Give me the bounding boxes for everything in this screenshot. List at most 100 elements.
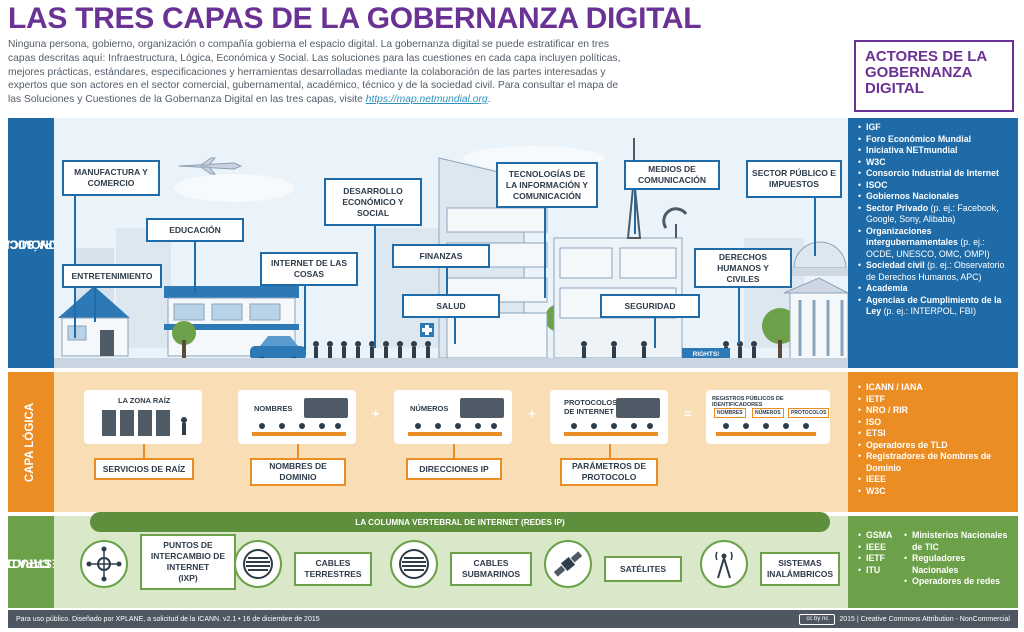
label-cables-submarinos-line-2: SUBMARINOS [461,569,521,579]
card-nombres: NOMBRES [238,390,356,444]
social-actor-item: Sociedad civil (p. ej.: Observatorio de … [858,260,1012,283]
card-registros-title: REGISTROS PÚBLICOS DE IDENTIFICADORES [712,396,784,408]
world-map-icon [304,398,348,418]
logic-actor-item: ETSI [858,428,1012,440]
logic-layer-area: LA ZONA RAÍZ SERVICIOS DE RAÍZ NOMBRES N… [54,372,848,512]
card-protocolos: PROTOCOLOS DE INTERNET [550,390,668,444]
social-actor-item: Gobiernos Nacionales [858,191,1012,203]
label-ixp-line-3: INTERNET [166,562,210,572]
callout-seguridad: SEGURIDAD [600,294,700,318]
card-protocolos-title-line-2: DE INTERNET [564,407,615,416]
infra-actor-item: IETF [858,553,896,565]
footer-credits: Para uso público. Diseñado por XPLANE, a… [16,615,320,623]
netmundial-map-link[interactable]: https://map.netmundial.org [365,94,488,106]
card-zona-raiz-title: LA ZONA RAÍZ [118,396,171,405]
social-actor-item: Sector Privado (p. ej.: Facebook, Google… [858,203,1012,226]
world-map-icon [460,398,504,418]
satellite-icon [544,540,592,588]
capitol-building [783,241,848,360]
infra-actor-item: Operadores de redes [904,576,1012,588]
social-actor-item: Agencias de Cumplimiento de la Ley (p. e… [858,295,1012,318]
label-cables-terrestres-line-2: TERRESTRES [304,569,362,579]
callout-desarrollo-line-1: DESARROLLO [343,185,403,196]
callout-salud-text: SALUD [436,300,466,311]
label-cables-terrestres: CABLES TERRESTRES [294,552,372,586]
callout-desarrollo: DESARROLLO ECONÓMICO Y SOCIAL [324,178,422,226]
layer-label-logic-text: CAPA LÓGICA [24,402,37,482]
callout-medios-line-1: MEDIOS DE [648,164,696,174]
callout-desarrollo-line-2: ECONÓMICO Y [342,196,404,207]
infra-actor-item: IEEE [858,542,896,554]
card-zona-raiz: LA ZONA RAÍZ [84,390,202,444]
label-direcciones-ip: DIRECCIONES IP [406,458,502,480]
label-sistemas-inalambricos: SISTEMAS INALÁMBRICOS [760,552,840,586]
label-sistemas-inalambricos-line-2: INALÁMBRICOS [766,569,834,579]
callout-entretenimiento: ENTRETENIMIENTO [62,264,162,288]
social-actor-item: Consorcio Industrial de Internet [858,168,1012,180]
callout-derechos-line-3: CIVILES [726,273,760,284]
people-at-desks-icon [252,423,346,436]
card-numeros: NÚMEROS [394,390,512,444]
connector-line [297,444,299,458]
label-ixp: PUNTOS DE INTERCAMBIO DE INTERNET (IXP) [140,534,236,590]
label-nombres-dominio: NOMBRES DE DOMINIO [250,458,346,486]
actors-heading-line-1: ACTORES DE LA [865,48,988,65]
callout-derechos-line-2: HUMANOS Y [717,262,769,273]
card-protocolos-title: PROTOCOLOS DE INTERNET [564,398,617,416]
connector-line [446,260,448,310]
label-servicios-raiz-text: SERVICIOS DE RAÍZ [102,463,186,474]
plus-operator: + [372,406,380,421]
infra-layer-area: PUNTOS DE INTERCAMBIO DE INTERNET (IXP) … [54,516,848,608]
actors-heading-line-2: GOBERNANZA [865,64,973,81]
label-ixp-line-4: (IXP) [178,573,198,583]
callout-medios-line-2: COMUNICACIÓN [638,175,706,185]
callout-internet-cosas: INTERNET DE LAS COSAS [260,252,358,286]
connector-line [654,316,656,348]
tree-icon [172,321,196,358]
school-building [164,286,299,357]
label-servicios-raiz: SERVICIOS DE RAÍZ [94,458,194,480]
terrestrial-cable-icon [234,540,282,588]
connector-line [609,444,611,458]
city-illustration: RIGHTS! [54,138,848,368]
people-at-desks-icon [408,423,502,436]
infra-actor-item: ITU [858,565,896,577]
social-actors-panel: IGF Foro Económico Mundial Iniciativa NE… [848,118,1018,368]
connector-line [814,196,816,256]
logic-actor-item: IEEE [858,474,1012,486]
layer-label-infra: CAPA DEINFRAESTRUCTURA [0,516,95,608]
submarine-cable-icon [390,540,438,588]
callout-manufactura-line-1: MANUFACTURA Y [74,167,148,177]
connector-line [738,284,740,344]
intro-end: . [487,94,491,106]
ixp-icon [80,540,128,588]
social-actor-item: Organizaciones intergubernamentales (p. … [858,226,1012,261]
card-nombres-title: NOMBRES [254,404,293,413]
label-ixp-line-2: INTERCAMBIO DE [150,551,226,561]
footer-license: cc by nc 2015 | Creative Commons Attribu… [799,613,1010,625]
social-actor-item: Academia [858,283,1012,295]
registry-people-icon [716,423,816,436]
crowd-illustration [313,341,757,358]
wireless-tower-icon [700,540,748,588]
actors-heading-line-3: DIGITAL [865,80,924,97]
connector-line [143,444,145,458]
label-satelites: SATÉLITES [604,556,682,582]
label-cables-terrestres-line-1: CABLES [315,558,351,568]
people-at-desks-icon [564,423,658,436]
card-protocolos-title-line-1: PROTOCOLOS [564,398,618,407]
callout-tecnologias-line-1: TECNOLOGÍAS DE [508,168,586,179]
callout-desarrollo-line-3: SOCIAL [356,207,390,218]
callout-sector-publico-line-2: IMPUESTOS [769,179,819,189]
registry-tag-protocolos: PROTOCOLOS [788,408,830,418]
callout-medios: MEDIOS DE COMUNICACIÓN [624,160,720,190]
label-satelites-text: SATÉLITES [619,563,667,574]
label-direcciones-ip-text: DIRECCIONES IP [419,463,489,474]
callout-seguridad-text: SEGURIDAD [624,300,676,311]
label-sistemas-inalambricos-line-1: SISTEMAS [778,558,822,568]
hospital-cross-icon [420,323,434,337]
registry-tag-nombres: NOMBRES [714,408,746,418]
rights-banner [682,348,730,358]
layer-label-logic: CAPA LÓGICA [8,372,54,512]
root-servers-icon [102,410,187,436]
